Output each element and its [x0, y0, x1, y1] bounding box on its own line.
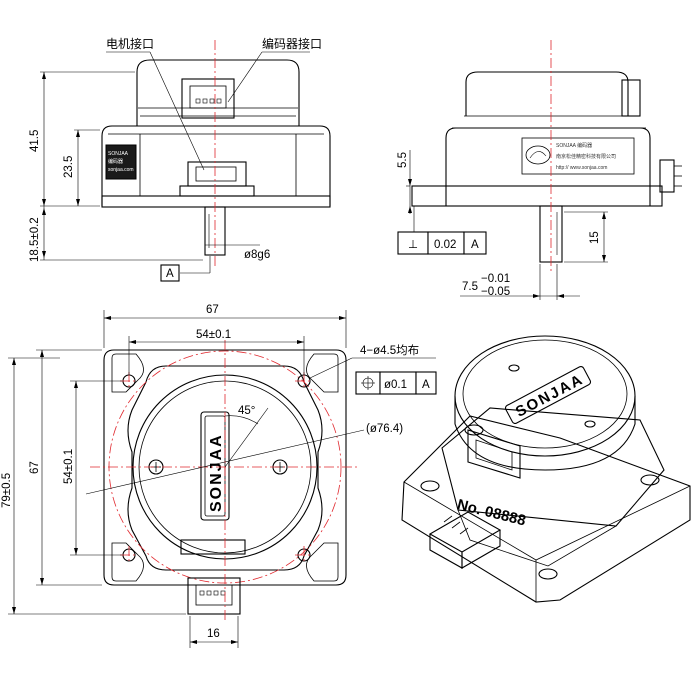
datum-a-label: A	[166, 268, 174, 280]
hole-callout: 4−ø4.5均布	[360, 344, 419, 357]
dim-connector-width: 16	[207, 628, 220, 640]
dim-height: 67	[29, 461, 41, 474]
label-plate-line2: 南京松佳精密科技有限公司	[556, 153, 616, 160]
perpendicularity-symbol: ⊥	[408, 239, 418, 251]
dim-offset-upper: −0.01	[481, 273, 510, 285]
encoder-port-callout: 编码器接口	[262, 36, 322, 51]
perpendicularity-datum: A	[471, 239, 479, 251]
dim-body-height: 23.5	[63, 156, 75, 178]
dim-width: 67	[206, 304, 219, 316]
dim-shaft-diameter: ø8g6	[244, 249, 270, 261]
side-view: SONJAA 编码器 南京松佳精密科技有限公司 http:// www.sonj…	[397, 40, 682, 300]
front-view: SONJAA 编码器 sonjaa.com 电机接口 编码器接口 41.5 23…	[29, 36, 331, 282]
iso-serial: No. 08888	[455, 496, 527, 529]
dim-total-height-79: 79±0.5	[1, 473, 13, 508]
svg-text:SONJAA: SONJAA	[108, 151, 129, 157]
dim-hole-spacing-y: 54±0.1	[63, 449, 75, 484]
position-datum: A	[422, 379, 430, 391]
position-value: ø0.1	[384, 379, 407, 391]
iso-view: SONJAA No. 08888	[401, 335, 691, 603]
top-view: SONJAA 45° (	[1, 304, 437, 648]
angle-label: 45°	[238, 405, 255, 417]
top-view-brand: SONJAA	[208, 433, 225, 512]
svg-text:sonjaa.com: sonjaa.com	[108, 167, 134, 173]
dim-flange: 5.5	[397, 152, 409, 168]
dim-hole-spacing-x: 54±0.1	[196, 329, 231, 341]
motor-port-callout: 电机接口	[106, 36, 154, 51]
perpendicularity-value: 0.02	[434, 239, 456, 251]
svg-text:编码器: 编码器	[108, 158, 123, 165]
dim-shaft-flat: 15	[589, 231, 601, 244]
dim-offset-nominal: 7.5	[462, 281, 478, 293]
dim-total-height: 41.5	[29, 130, 41, 152]
dim-offset-lower: −0.05	[481, 286, 510, 298]
label-plate-line3: http:// www.sonjaa.com	[556, 165, 607, 171]
label-plate-line1: SONJAA 编码器	[556, 142, 592, 149]
circle-diameter: (ø76.4)	[366, 423, 403, 435]
dim-shaft-length: 18.5±0.2	[29, 217, 41, 262]
